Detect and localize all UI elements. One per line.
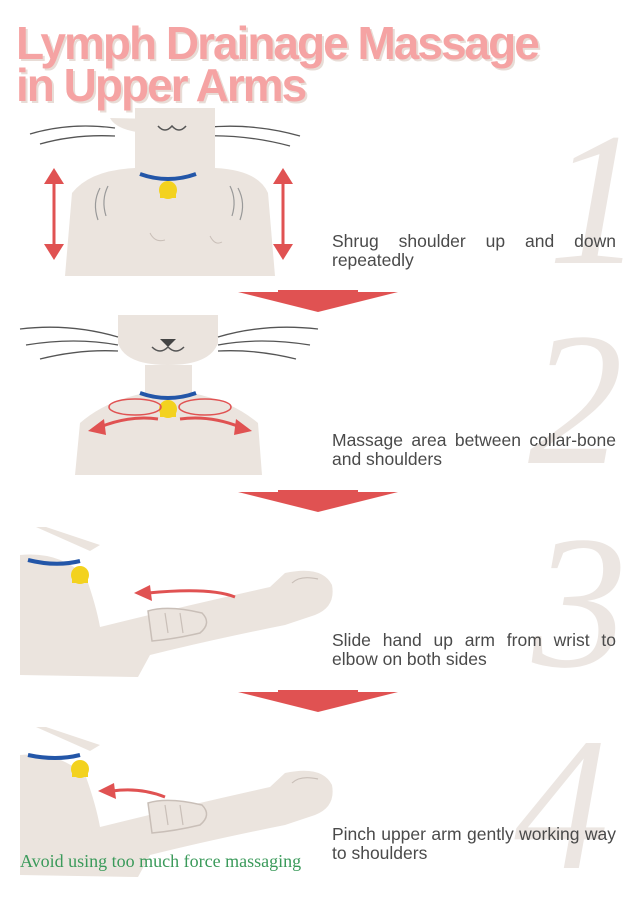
step-4: 4 Pinch upper arm gently working way to … [0,700,640,910]
arm-slide-cat-icon [20,527,333,677]
arrow-down-icon [238,490,398,512]
warning-note: Avoid using too much force massaging [20,851,302,871]
step-3: 3 Slide hand up arm from wrist to elbow … [0,498,640,708]
step-number-1: 1 [548,95,640,305]
collarbone-massage-cat-icon [19,315,319,475]
shrugging-cat-icon [29,108,301,276]
arrow-down-icon [238,690,398,712]
arrow-down-icon [238,290,398,312]
step-2-text: Massage area between collar-bone and sho… [332,430,616,469]
step-number-2: 2 [528,295,623,505]
step-number-4: 4 [514,700,609,910]
step-2: 2 Massage area between collar-bone and s… [0,295,640,505]
step-3-text: Slide hand up arm from wrist to elbow on… [332,630,616,669]
arm-pinch-cat-icon [20,727,333,877]
step-1-text: Shrug shoulder up and down repeatedly [332,231,616,270]
step-4-text: Pinch upper arm gently working way to sh… [332,824,616,863]
page-title-line-1: Lymph Drainage Massage [16,17,540,69]
step-1: 1 Shrug shoulder up and down repeatedly [0,95,640,305]
page-title-line-2: in Upper Arms [16,59,307,111]
step-number-3: 3 [532,498,627,708]
